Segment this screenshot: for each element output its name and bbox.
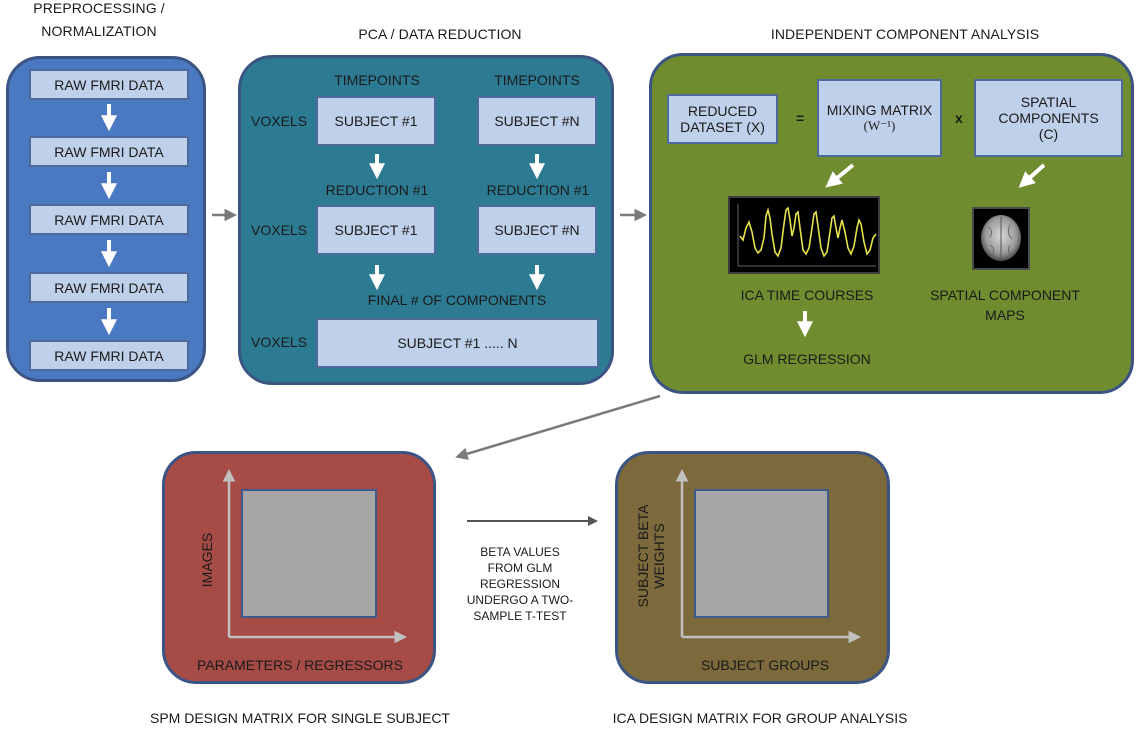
subject-1-box: SUBJECT #1: [316, 96, 436, 146]
timepoints-label-2: TIMEPOINTS: [494, 72, 580, 88]
raw-data-box-3: RAW FMRI DATA: [29, 204, 189, 235]
final-components-label: FINAL # OF COMPONENTS: [367, 292, 547, 308]
voxels-label-2: VOXELS: [251, 222, 308, 238]
reduced-subject-1-box: SUBJECT #1: [316, 205, 436, 255]
mixing-matrix-label: MIXING MATRIX: [826, 102, 933, 118]
group-axes: [675, 469, 861, 644]
reduction-label-1: REDUCTION #1: [325, 182, 429, 198]
reduced-subject-n-box: SUBJECT #N: [477, 205, 597, 255]
arrow-ica-to-spm: [455, 394, 661, 460]
mixing-matrix-symbol: (W⁻¹): [863, 118, 896, 133]
preprocessing-title-line1: PREPROCESSING /: [33, 0, 165, 16]
pca-down-arrows: [369, 154, 545, 291]
voxels-label-3: VOXELS: [251, 334, 308, 350]
brain-icon: [981, 215, 1021, 261]
timepoints-label-1: TIMEPOINTS: [334, 72, 420, 88]
ica-time-courses-label: ICA TIME COURSES: [740, 287, 874, 303]
equals-sign: =: [796, 110, 805, 126]
group-caption: ICA DESIGN MATRIX FOR GROUP ANALYSIS: [612, 710, 908, 726]
beta-note-line-2: FROM GLM: [487, 561, 553, 575]
spm-design-matrix: [241, 489, 377, 618]
preprocessing-title-line2: NORMALIZATION: [41, 23, 157, 39]
raw-data-box-2: RAW FMRI DATA: [29, 136, 189, 167]
glm-regression-label: GLM REGRESSION: [743, 351, 871, 367]
ica-arrows: [797, 163, 1046, 338]
preprocessing-title: PREPROCESSING / NORMALIZATION: [0, 0, 198, 40]
spm-caption: SPM DESIGN MATRIX FOR SINGLE SUBJECT: [149, 710, 450, 726]
ica-time-course-plot: [728, 196, 880, 274]
spatial-component-maps-line2: MAPS: [985, 307, 1025, 323]
reduced-dataset-label: REDUCED DATASET (X): [680, 103, 765, 135]
beta-values-note: BETA VALUES FROM GLM REGRESSION UNDERGO …: [455, 544, 585, 624]
raw-data-box-1: RAW FMRI DATA: [29, 69, 189, 100]
time-course-trace: [737, 204, 877, 267]
subject-n-box: SUBJECT #N: [477, 96, 597, 146]
voxels-label-1: VOXELS: [251, 113, 308, 129]
reduction-label-2: REDUCTION #1: [486, 182, 590, 198]
beta-note-line-5: SAMPLE T-TEST: [473, 609, 567, 623]
reduced-dataset-box: REDUCED DATASET (X): [667, 94, 778, 144]
multiply-sign: x: [955, 110, 963, 126]
ica-title: INDEPENDENT COMPONENT ANALYSIS: [770, 26, 1040, 42]
spatial-component-map: [972, 207, 1030, 270]
beta-note-line-3: REGRESSION: [479, 577, 560, 591]
spatial-components-label: SPATIAL COMPONENTS (C): [998, 94, 1099, 142]
spatial-component-maps-line1: SPATIAL COMPONENT: [930, 287, 1080, 303]
beta-note-line-4: UNDERGO A TWO-: [466, 593, 574, 607]
spatial-components-box: SPATIAL COMPONENTS (C): [974, 79, 1123, 157]
beta-note-line-1: BETA VALUES: [480, 545, 560, 559]
raw-data-box-4: RAW FMRI DATA: [29, 272, 189, 303]
raw-data-box-5: RAW FMRI DATA: [29, 340, 189, 371]
group-x-axis-label: SUBJECT GROUPS: [700, 657, 830, 673]
combined-subjects-box: SUBJECT #1 ..... N: [316, 318, 599, 368]
spm-x-axis-label: PARAMETERS / REGRESSORS: [197, 657, 403, 673]
spm-axes: [222, 469, 407, 644]
mixing-matrix-box: MIXING MATRIX (W⁻¹): [817, 79, 942, 157]
pca-title: PCA / DATA REDUCTION: [358, 26, 522, 42]
group-design-matrix: [694, 489, 829, 618]
spatial-component-maps-label: SPATIAL COMPONENT MAPS: [900, 287, 1110, 323]
